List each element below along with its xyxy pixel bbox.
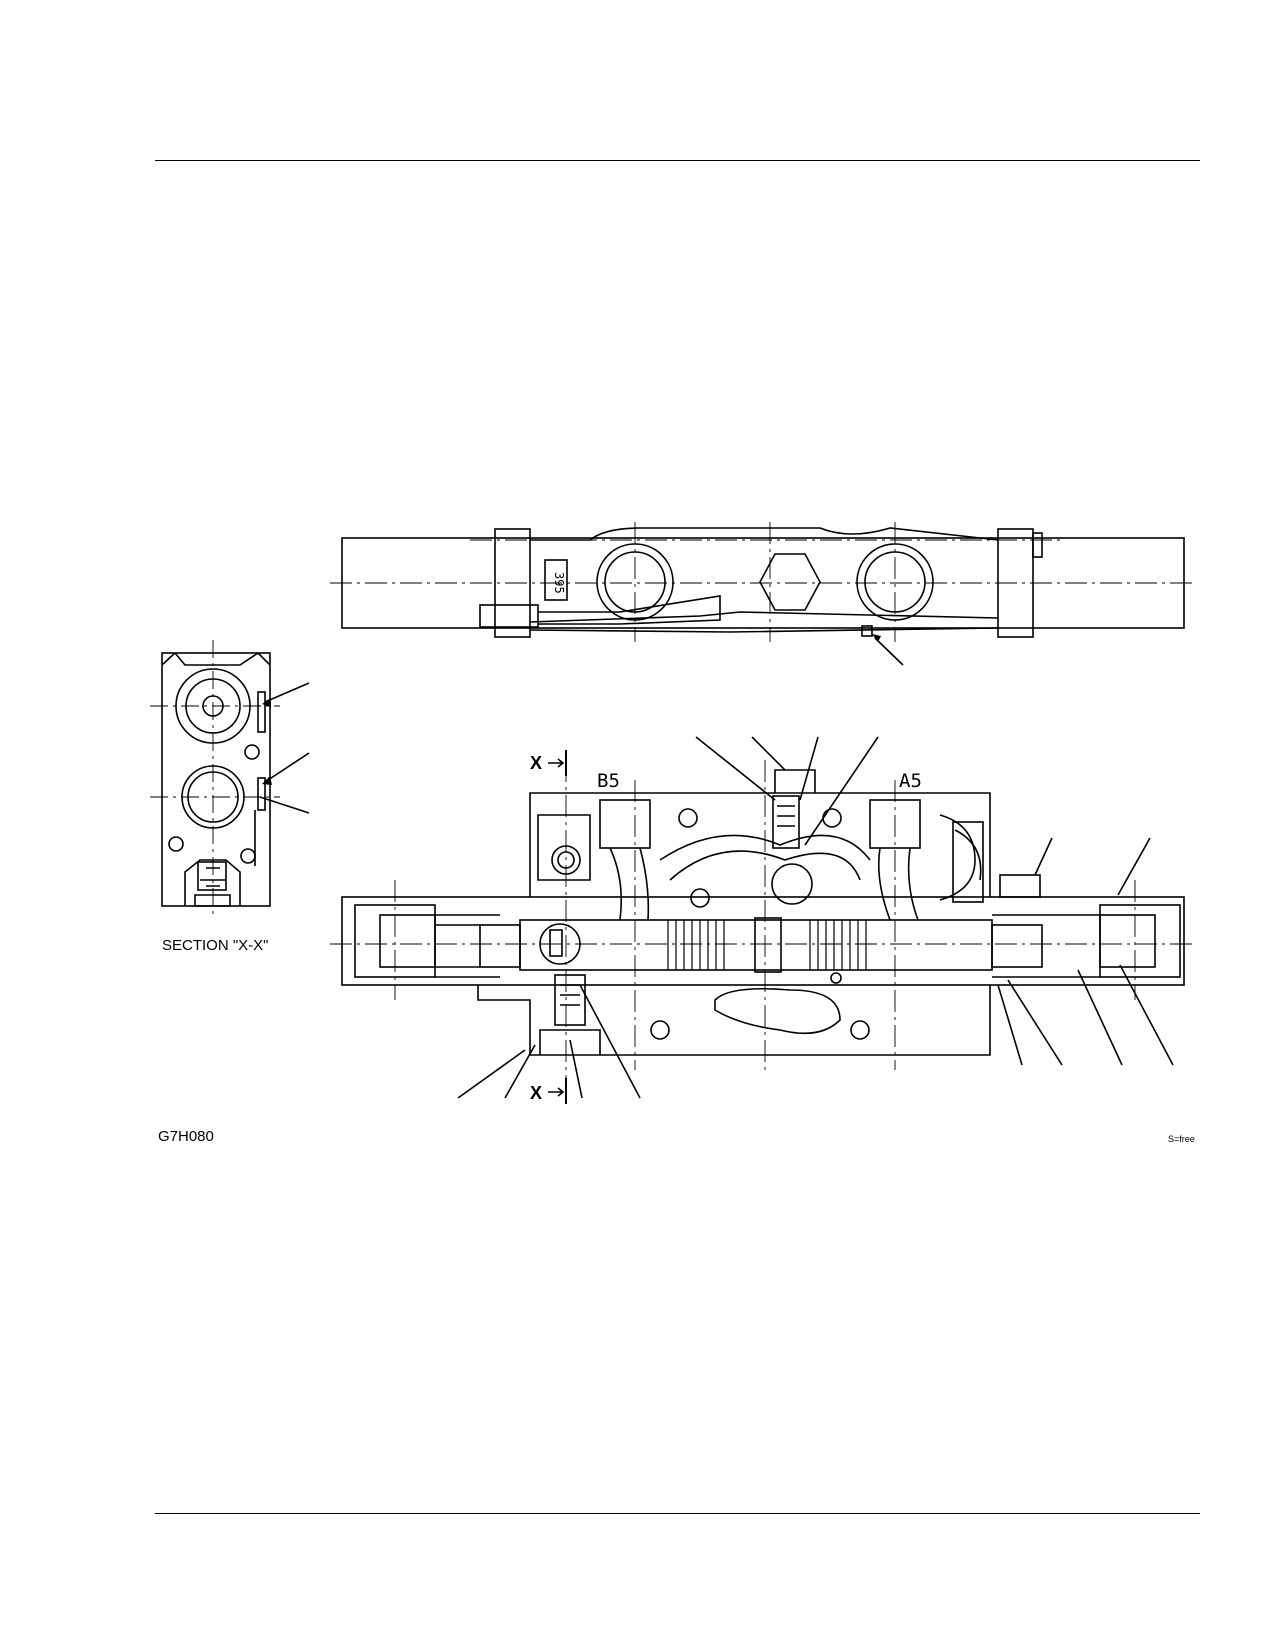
- header-rule: [155, 160, 1200, 161]
- section-marker-top: X: [530, 753, 542, 773]
- top-view: 395: [330, 522, 1196, 666]
- port-a5-label: A5: [899, 770, 922, 792]
- port-b5-label: B5: [597, 770, 620, 792]
- section-marker-bottom: X: [530, 1083, 542, 1103]
- footer-rule: [155, 1513, 1200, 1514]
- figure-id: G7H080: [158, 1128, 214, 1145]
- section-x-x-caption: SECTION "X-X": [162, 937, 269, 954]
- front-section-view: X X B5 A5: [330, 736, 1196, 1104]
- section-x-x-view: [150, 640, 310, 915]
- scale-note: S=free: [1168, 1134, 1195, 1144]
